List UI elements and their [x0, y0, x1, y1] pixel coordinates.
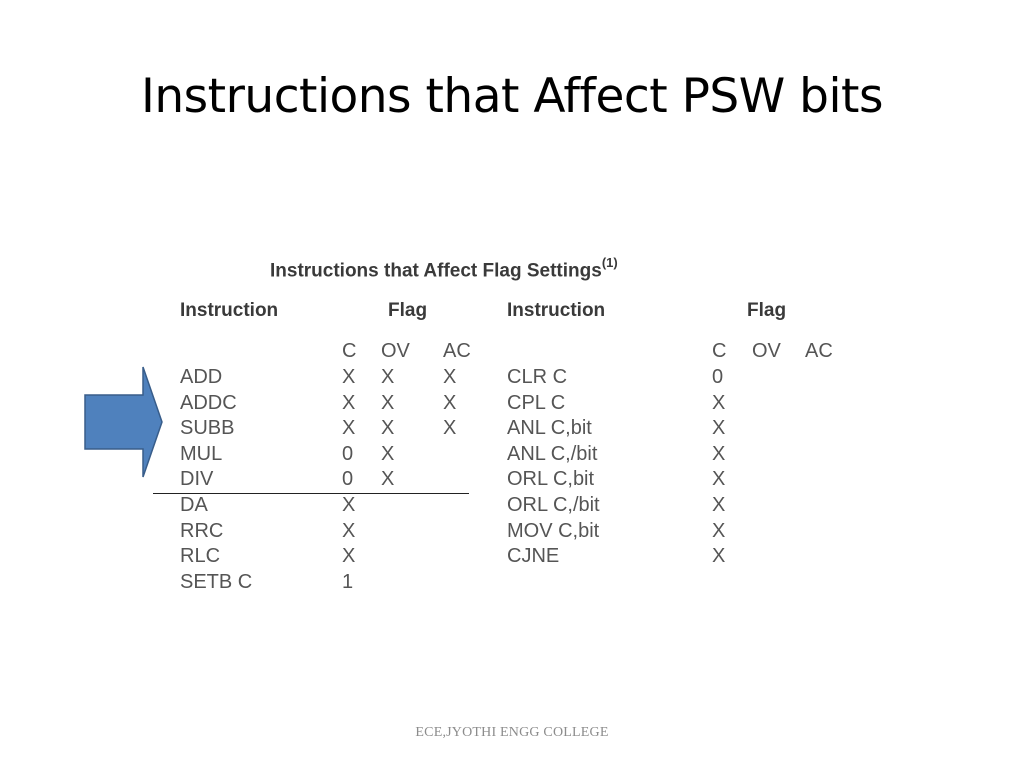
right-instruction-cell: CLR C — [507, 366, 568, 388]
right-instruction-cell: CPL C — [507, 391, 566, 414]
right-flag-cell-c: X — [712, 494, 726, 516]
right-flag-cell-c: X — [712, 545, 726, 568]
right-instruction-cell: ANL C,/bit — [507, 442, 598, 465]
left-instruction-cell: SETB C — [180, 570, 253, 593]
right-instruction-cell: ORL C,/bit — [507, 494, 600, 516]
left-flag-header: Flag — [388, 300, 428, 321]
left-instruction-cell: RLC — [180, 545, 221, 568]
left-flag-col-header: C — [342, 340, 357, 362]
right-flag-cell-c: X — [712, 391, 726, 414]
right-flag-col-header: OV — [752, 340, 781, 362]
table-caption: Instructions that Affect Flag Settings(1… — [270, 255, 618, 282]
left-instruction-cell: SUBB — [180, 417, 235, 440]
right-flag-cell-c: X — [712, 519, 726, 542]
right-instruction-cell: MOV C,bit — [507, 519, 600, 542]
left-instruction-cell: DA — [180, 494, 208, 516]
left-flag-col-header: OV — [381, 340, 410, 362]
right-instruction-cell: ORL C,bit — [507, 468, 595, 491]
left-flag-cell-ov: X — [381, 391, 395, 414]
right-instruction-cell: CJNE — [507, 545, 560, 568]
table-caption-text: Instructions that Affect Flag Settings — [270, 260, 602, 282]
right-flag-col-header: AC — [805, 340, 833, 362]
slide-footer: ECE,JYOTHI ENGG COLLEGE — [415, 725, 609, 740]
left-instruction-cell: ADDC — [180, 391, 237, 414]
table-divider — [153, 493, 469, 494]
left-flag-cell-c: X — [342, 391, 356, 414]
left-flag-cell-c: X — [342, 494, 356, 516]
left-flag-cell-ov: X — [381, 442, 395, 465]
left-flag-cell-c: X — [342, 519, 356, 542]
left-flag-cell-c: X — [342, 417, 356, 440]
right-flag-cell-c: X — [712, 442, 726, 465]
left-flag-cell-c: 0 — [342, 442, 354, 465]
left-flag-cell-ov: X — [381, 468, 395, 491]
right-instruction-header: Instruction — [507, 300, 606, 321]
left-instruction-header: Instruction — [180, 300, 279, 321]
right-flag-header: Flag — [747, 300, 787, 321]
left-flag-col-header: AC — [443, 340, 471, 362]
left-flag-cell-ov: X — [381, 366, 395, 388]
left-flag-cell-c: 1 — [342, 570, 354, 593]
right-instruction-cell: ANL C,bit — [507, 417, 592, 440]
left-flag-cell-ac: X — [443, 366, 457, 388]
left-flag-cell-ac: X — [443, 417, 457, 440]
right-flag-cell-c: X — [712, 417, 726, 440]
left-flag-cell-c: 0 — [342, 468, 354, 491]
left-flag-cell-ov: X — [381, 417, 395, 440]
left-instruction-cell: MUL — [180, 442, 223, 465]
slide-title: Instructions that Affect PSW bits — [141, 69, 883, 124]
right-flag-cell-c: 0 — [712, 366, 724, 388]
left-instruction-cell: ADD — [180, 366, 223, 388]
right-flag-col-header: C — [712, 340, 727, 362]
left-instruction-cell: DIV — [180, 468, 214, 491]
left-instruction-cell: RRC — [180, 519, 224, 542]
left-flag-cell-ac: X — [443, 391, 457, 414]
left-flag-cell-c: X — [342, 545, 356, 568]
right-flag-cell-c: X — [712, 468, 726, 491]
right-arrow-icon — [84, 366, 163, 478]
table-caption-footnote: (1) — [601, 255, 618, 270]
left-flag-cell-c: X — [342, 366, 356, 388]
